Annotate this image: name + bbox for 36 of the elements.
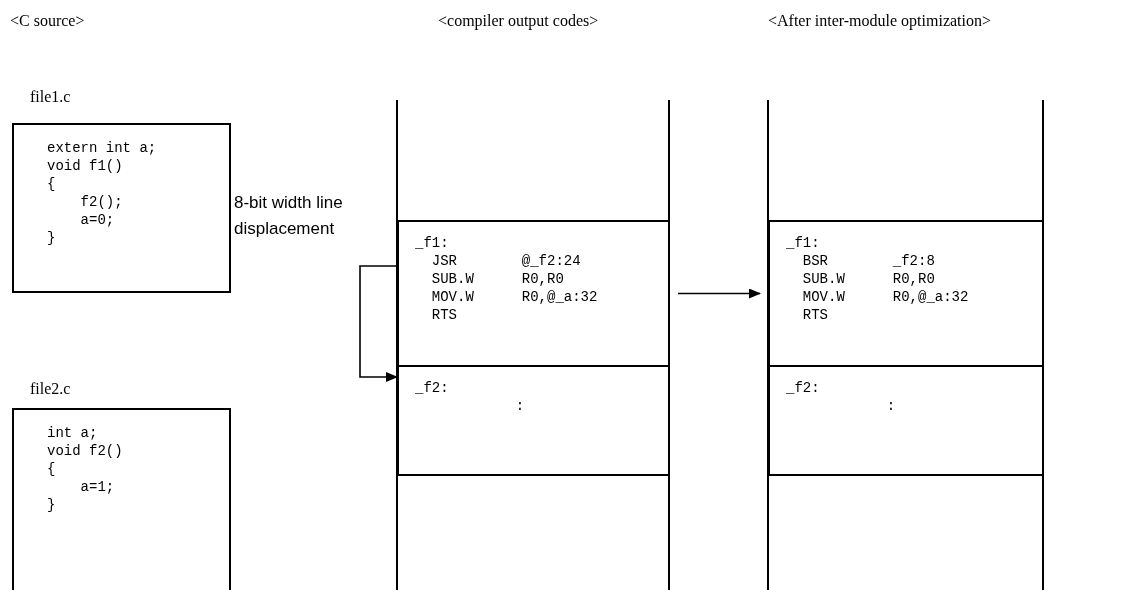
code-line: BSR _f2:8 — [801, 252, 936, 270]
code-line: _f1: — [786, 234, 821, 252]
code-line: _f2: — [786, 379, 821, 397]
code-line: a=1; — [79, 478, 116, 496]
memory-section — [397, 220, 670, 367]
code-line: extern int a; — [47, 139, 158, 157]
file-name: file1.c — [30, 88, 71, 106]
code-line: : — [885, 397, 897, 415]
code-line: SUB.W R0,R0 — [430, 270, 565, 288]
code-line: { — [47, 460, 57, 478]
code-line: void f1() — [47, 157, 124, 175]
memory-section — [397, 365, 670, 476]
code-line: _f1: — [415, 234, 450, 252]
code-line: void f2() — [47, 442, 124, 460]
code-line: : — [514, 397, 526, 415]
arrow — [677, 288, 761, 299]
code-line: MOV.W R0,@_a:32 — [430, 288, 599, 306]
column-heading: <compiler output codes> — [438, 12, 599, 30]
code-line: } — [47, 229, 57, 247]
code-line: SUB.W R0,R0 — [801, 270, 936, 288]
code-line: RTS — [801, 306, 829, 324]
code-line: int a; — [47, 424, 99, 442]
arrow — [359, 265, 398, 382]
column-heading: <C source> — [10, 12, 85, 30]
code-line: JSR @_f2:24 — [430, 252, 582, 270]
code-line: _f2: — [415, 379, 450, 397]
memory-section — [768, 220, 1044, 367]
code-line: } — [47, 496, 57, 514]
code-line: a=0; — [79, 211, 116, 229]
column-heading: <After inter-module optimization> — [768, 12, 991, 30]
code-line: f2(); — [79, 193, 124, 211]
memory-section — [768, 365, 1044, 476]
file-name: file2.c — [30, 380, 71, 398]
code-line: MOV.W R0,@_a:32 — [801, 288, 970, 306]
code-line: RTS — [430, 306, 458, 324]
code-line: { — [47, 175, 57, 193]
